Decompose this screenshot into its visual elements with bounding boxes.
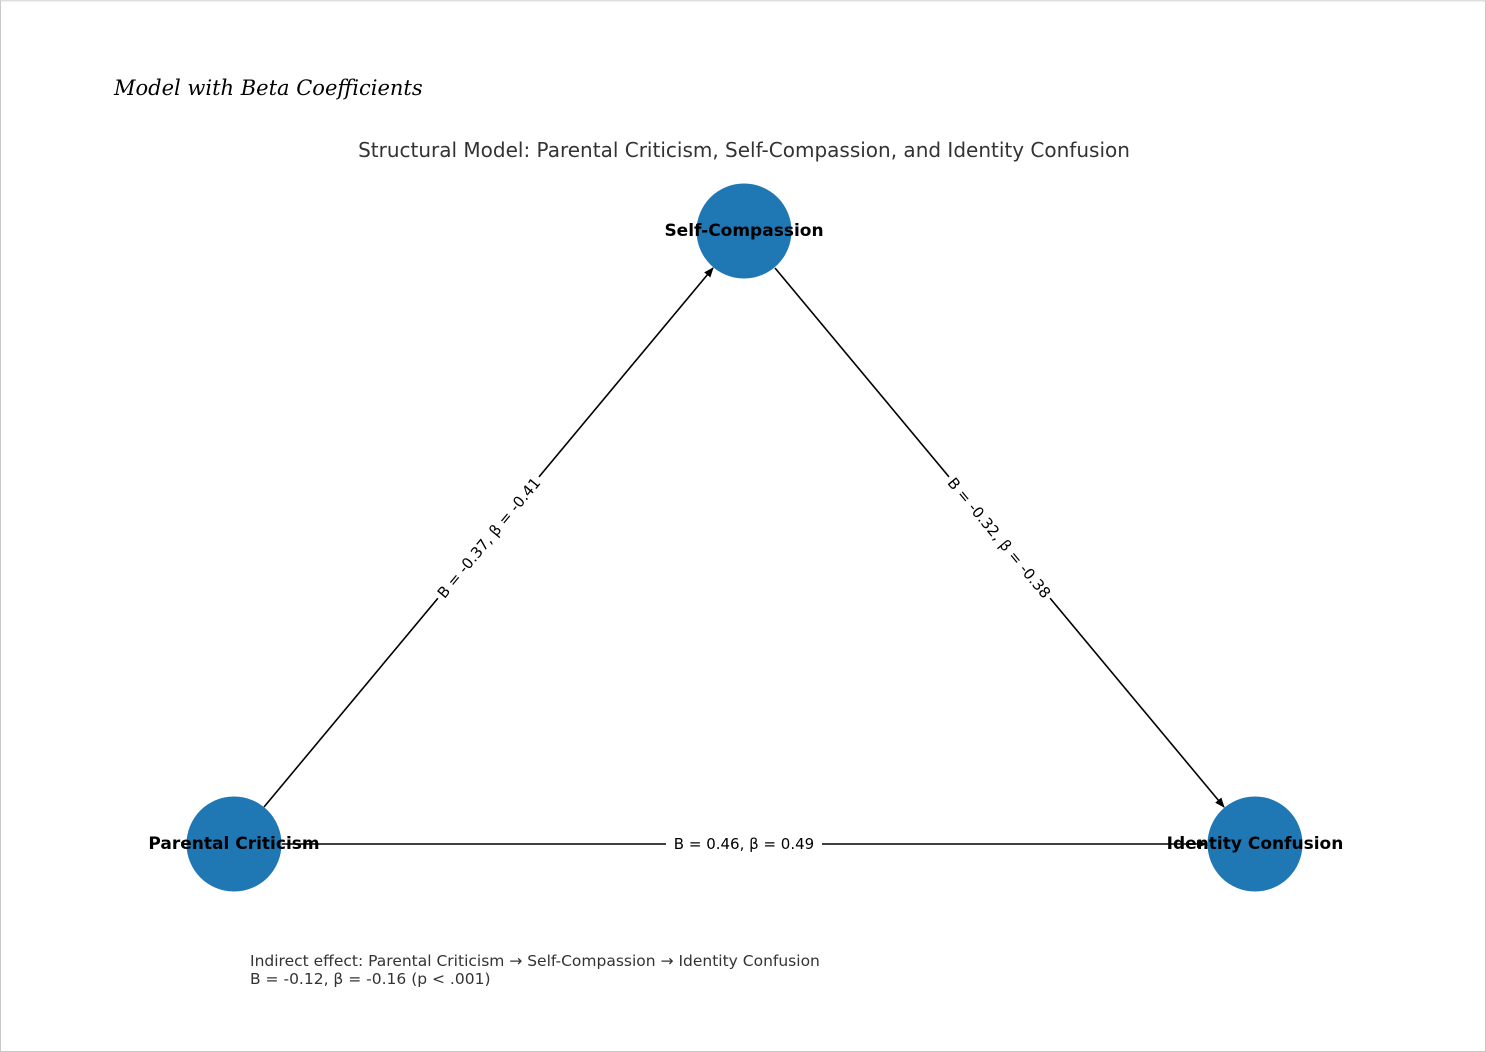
- node-identity-confusion: [1207, 796, 1303, 892]
- edge-label-group-sc-to-ic: B = -0.32, β = -0.38: [939, 470, 1059, 606]
- edge-label-pc-to-sc: B = -0.37, β = -0.41: [434, 474, 545, 602]
- edge-label-bg-pc-to-sc: [429, 470, 549, 606]
- edge-label-bg-sc-to-ic: [939, 470, 1059, 606]
- node-self-compassion: [696, 183, 792, 279]
- node-label-identity-confusion: Identity Confusion: [1167, 834, 1344, 854]
- top-shadow: [0, 0, 1486, 3]
- node-label-parental-criticism: Parental Criticism: [148, 834, 319, 854]
- edge-label-pc-to-ic: B = 0.46, β = 0.49: [674, 835, 814, 853]
- node-parental-criticism: [186, 796, 282, 892]
- indirect-effect-line-2: B = -0.12, β = -0.16 (p < .001): [250, 970, 491, 988]
- node-label-self-compassion: Self-Compassion: [664, 221, 823, 241]
- edge-label-sc-to-ic: B = -0.32, β = -0.38: [944, 474, 1055, 602]
- figure-caption: Model with Beta Coefficients: [114, 76, 423, 100]
- edge-label-bg-pc-to-ic: [666, 833, 822, 855]
- diagram-title: Structural Model: Parental Criticism, Se…: [358, 138, 1130, 162]
- edge-label-group-pc-to-ic: B = 0.46, β = 0.49: [666, 833, 822, 855]
- edge-label-group-pc-to-sc: B = -0.37, β = -0.41: [429, 470, 549, 606]
- indirect-effect-line-1: Indirect effect: Parental Criticism → Se…: [250, 952, 820, 970]
